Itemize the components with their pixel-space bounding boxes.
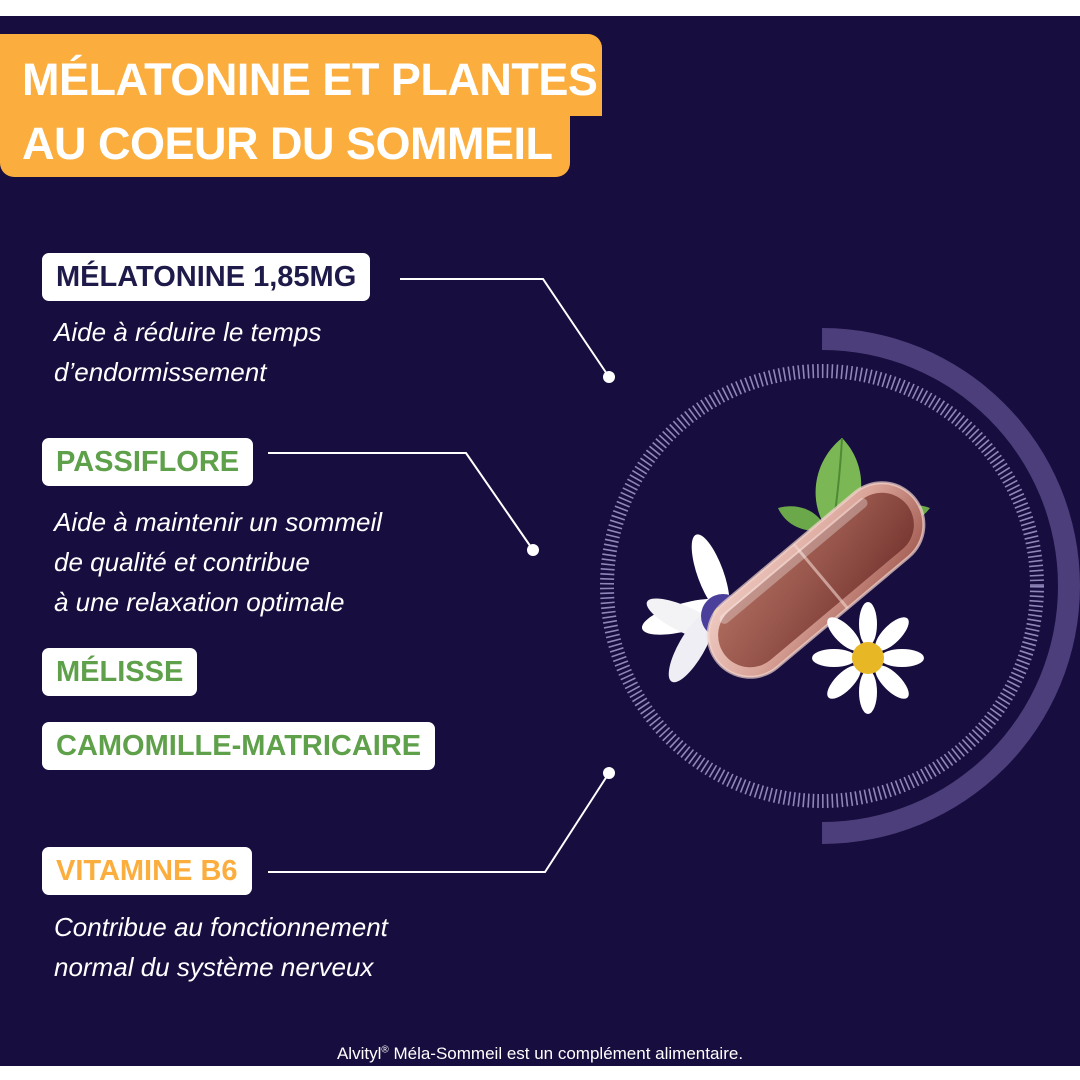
page-title: MÉLATONINE ET PLANTES AU COEUR DU SOMMEI… bbox=[22, 54, 598, 169]
infographic-canvas: MÉLATONINE ET PLANTES AU COEUR DU SOMMEI… bbox=[0, 16, 1080, 1066]
chamomile-icon bbox=[812, 602, 924, 714]
footer-disclaimer: Alvityl® Méla-Sommeil est un complément … bbox=[0, 1044, 1080, 1064]
capsule-icon bbox=[706, 481, 926, 679]
connector-lines bbox=[268, 278, 610, 873]
title-banner: MÉLATONINE ET PLANTES AU COEUR DU SOMMEI… bbox=[0, 34, 602, 177]
registered-mark: ® bbox=[381, 1044, 389, 1056]
label-camomille: CAMOMILLE-MATRICAIRE bbox=[42, 722, 436, 770]
label-melatonine: MÉLATONINE 1,85MG bbox=[42, 253, 371, 301]
tick-ring bbox=[600, 364, 1044, 808]
connector-dot bbox=[603, 371, 615, 383]
footer-text: Méla-Sommeil est un complément alimentai… bbox=[388, 1044, 744, 1063]
label-vitamine-b6: VITAMINE B6 bbox=[42, 847, 252, 895]
desc-passiflore: Aide à maintenir un sommeil de qualité e… bbox=[54, 507, 383, 617]
desc-melatonine: Aide à réduire le temps d’endormissement bbox=[54, 317, 322, 387]
label-passiflore-text: PASSIFLORE bbox=[56, 446, 240, 478]
label-melisse: MÉLISSE bbox=[42, 648, 198, 696]
label-passiflore: PASSIFLORE bbox=[42, 438, 254, 486]
connector-dot bbox=[527, 544, 539, 556]
label-melisse-text: MÉLISSE bbox=[56, 656, 184, 688]
desc-vitamine-b6: Contribue au fonctionnement normal du sy… bbox=[54, 912, 388, 982]
footer-brand: Alvityl bbox=[336, 1044, 382, 1063]
illustration bbox=[268, 278, 1080, 873]
label-melatonine-text: MÉLATONINE 1,85MG bbox=[56, 261, 357, 293]
label-camomille-text: CAMOMILLE-MATRICAIRE bbox=[56, 730, 422, 762]
label-vitamine-b6-text: VITAMINE B6 bbox=[56, 855, 238, 887]
connector-dot bbox=[603, 767, 615, 779]
